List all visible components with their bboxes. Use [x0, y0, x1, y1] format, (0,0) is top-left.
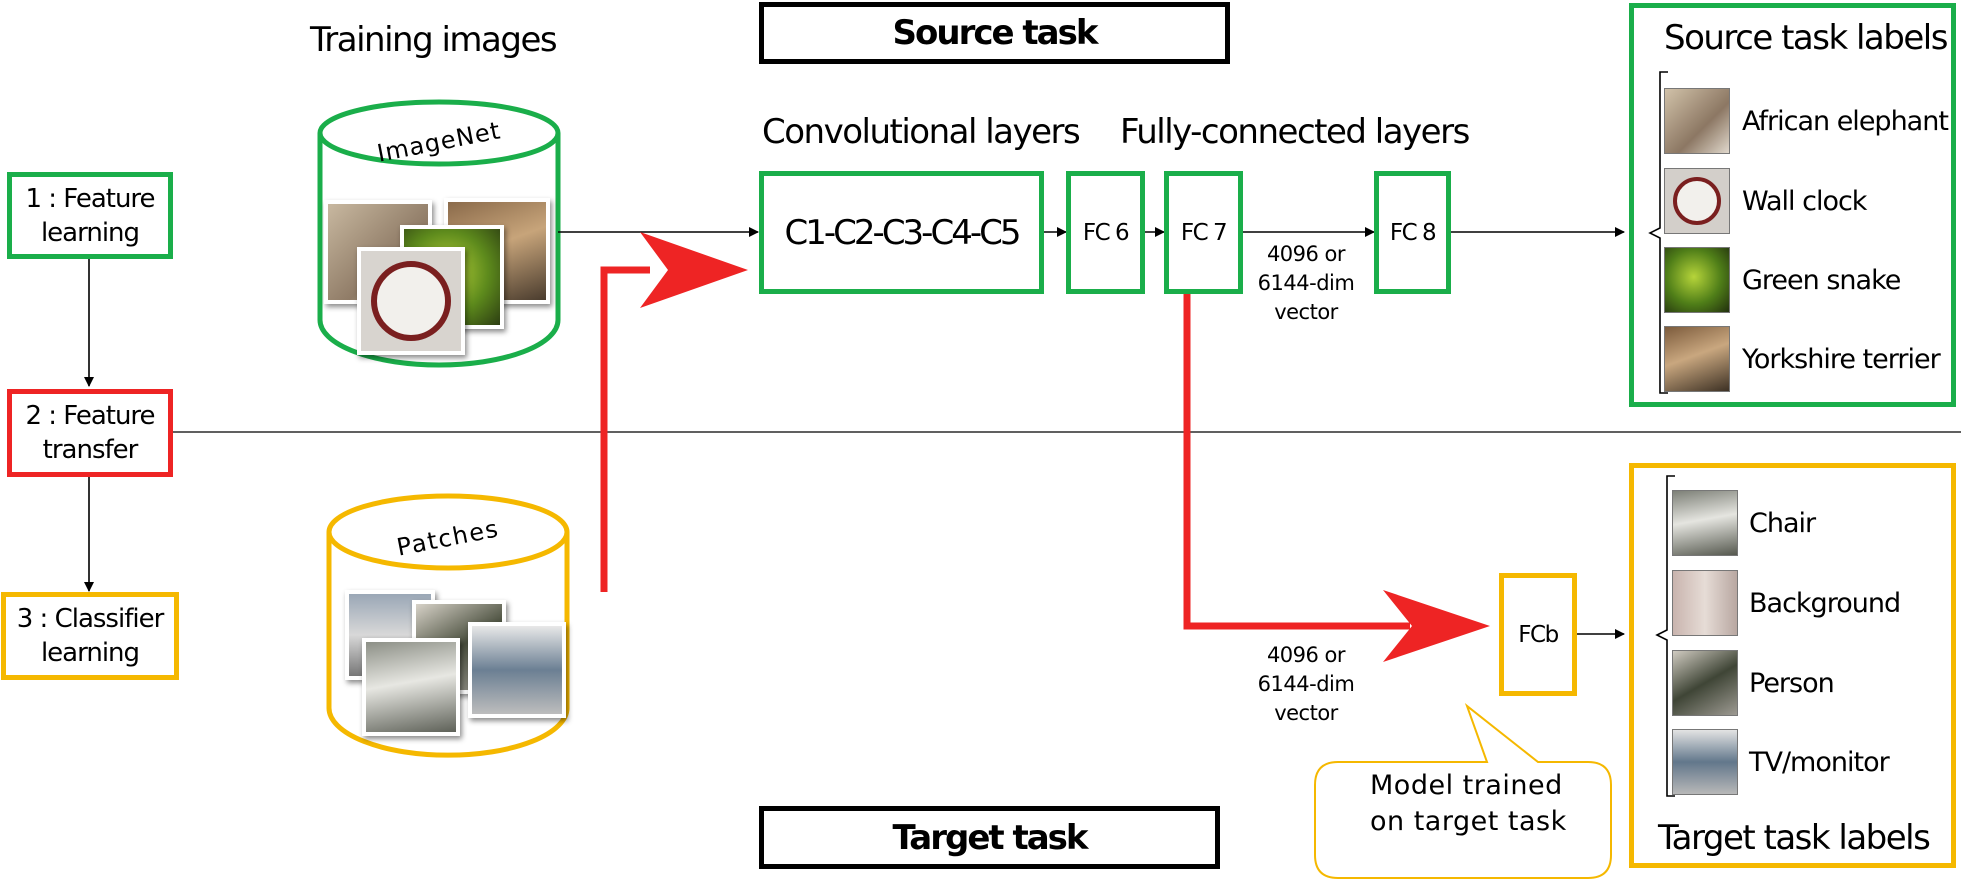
step-feature-learning: 1 : Feature learning [7, 172, 173, 259]
source-vector-line3: vector [1274, 300, 1338, 324]
source-vector-line1: 4096 or [1266, 242, 1346, 266]
note-bubble-shape [1314, 703, 1612, 879]
target-thumb-chair [1672, 490, 1738, 556]
imagenet-photo-clock [357, 247, 465, 355]
patches-photo-chair [362, 638, 460, 736]
target-label-2: Background [1749, 588, 1901, 619]
step-classifier-learning-label: 3 : Classifier learning [16, 604, 165, 668]
fc8-block: FC 8 [1374, 171, 1451, 294]
source-vector-label: 4096 or 6144-dim vector [1246, 240, 1366, 327]
step-classifier-learning: 3 : Classifier learning [1, 592, 179, 680]
target-thumb-person [1672, 650, 1738, 716]
target-vector-line3: vector [1274, 701, 1338, 725]
note-text: Model trained on target task [1370, 770, 1567, 837]
source-thumb-elephant [1664, 88, 1730, 154]
source-vector-line2: 6144-dim [1257, 271, 1355, 295]
target-vector-line1: 4096 or [1266, 643, 1346, 667]
target-task-title: Target task [892, 817, 1088, 858]
target-label-4: TV/monitor [1749, 747, 1890, 778]
patches-photo-monitor [468, 622, 566, 718]
target-vector-label: 4096 or 6144-dim vector [1246, 641, 1366, 728]
source-labels-panel: Source task labels African elephant Wall… [1629, 3, 1956, 407]
fc7-label: FC 7 [1180, 219, 1228, 246]
source-thumb-terrier [1664, 326, 1730, 392]
fc7-block: FC 7 [1164, 171, 1243, 294]
conv-layers-block: C1-C2-C3-C4-C5 [759, 171, 1044, 294]
target-label-1: Chair [1749, 508, 1816, 539]
target-labels-panel: Chair Background Person TV/monitor Targe… [1629, 463, 1956, 868]
fc6-block: FC 6 [1066, 171, 1145, 294]
conv-layers-title: Convolutional layers [762, 112, 1081, 152]
step-feature-learning-label: 1 : Feature learning [25, 183, 155, 248]
source-task-box: Source task [759, 2, 1230, 64]
step-feature-transfer: 2 : Feature transfer [7, 389, 173, 477]
transfer-arrow-patches-to-conv [600, 232, 748, 592]
step-feature-transfer-label: 2 : Feature transfer [25, 401, 155, 465]
target-thumb-background [1672, 570, 1738, 636]
conv-layers-label: C1-C2-C3-C4-C5 [784, 212, 1022, 253]
source-thumb-clock [1664, 168, 1730, 234]
source-labels-brace [1648, 71, 1668, 394]
fcb-label: FCb [1518, 621, 1559, 648]
source-label-3: Green snake [1742, 265, 1901, 296]
source-label-4: Yorkshire terrier [1742, 344, 1941, 375]
target-labels-brace [1655, 475, 1675, 797]
fc-layers-title: Fully-connected layers [1120, 112, 1470, 152]
source-clock-icon [1673, 177, 1721, 225]
target-task-box: Target task [759, 806, 1220, 869]
target-label-3: Person [1749, 668, 1835, 699]
fcb-block: FCb [1499, 573, 1577, 696]
transfer-arrow-fc7-to-fcb [1183, 292, 1490, 662]
source-label-1: African elephant [1742, 106, 1949, 137]
source-label-2: Wall clock [1742, 186, 1867, 217]
fc8-label: FC 8 [1389, 219, 1437, 246]
source-labels-title: Source task labels [1664, 18, 1948, 58]
source-thumb-snake [1664, 247, 1730, 313]
clock-face-icon [371, 261, 451, 341]
source-training-images-title: Training images [310, 20, 558, 60]
target-thumb-tv-monitor [1672, 729, 1738, 795]
target-vector-line2: 6144-dim [1257, 672, 1355, 696]
fc6-label: FC 6 [1082, 219, 1130, 246]
source-task-title: Source task [892, 13, 1099, 53]
target-labels-title: Target task labels [1658, 818, 1931, 858]
